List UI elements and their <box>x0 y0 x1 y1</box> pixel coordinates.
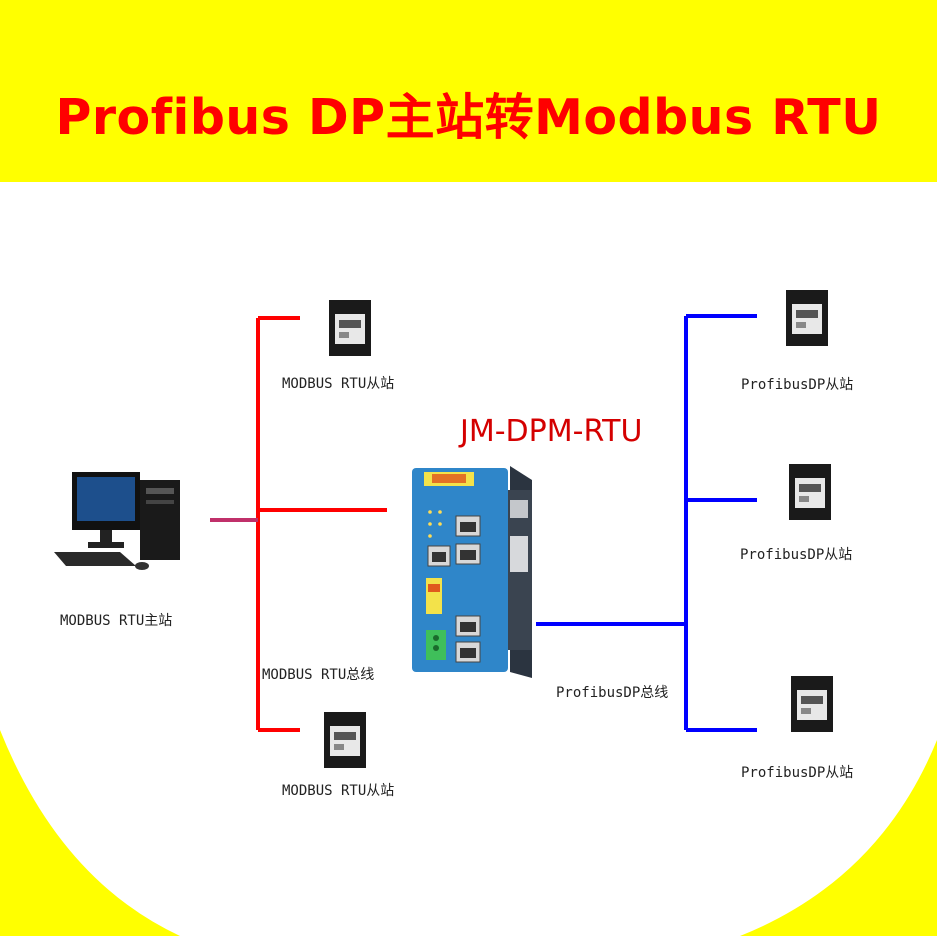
modbus-slave-label-2: MODBUS RTU从站 <box>282 783 395 799</box>
profibus-slave-label-3: ProfibusDP从站 <box>741 765 854 781</box>
master-label: MODBUS RTU主站 <box>60 613 173 629</box>
drive-device-icon <box>789 464 831 520</box>
modbus-slave-label-1: MODBUS RTU从站 <box>282 376 395 392</box>
gateway-model-label: JM-DPM-RTU <box>460 414 643 449</box>
yellow-arc-background <box>0 730 937 936</box>
profibus-bus-lines <box>536 314 757 732</box>
drive-device-icon <box>324 712 366 768</box>
page-title: Profibus DP主站转Modbus RTU <box>55 89 882 146</box>
modbus-bus-label: MODBUS RTU总线 <box>262 667 375 683</box>
profibus-slave-label-1: ProfibusDP从站 <box>741 377 854 393</box>
modbus-bus-lines <box>256 316 387 732</box>
drive-device-icon <box>791 676 833 732</box>
title-banner: Profibus DP主站转Modbus RTU <box>0 0 937 182</box>
profibus-bus-label: ProfibusDP总线 <box>556 685 669 701</box>
profibus-slave-label-2: ProfibusDP从站 <box>740 547 853 563</box>
drive-device-icon <box>786 290 828 346</box>
drive-device-icon <box>329 300 371 356</box>
gateway-device-icon <box>412 466 532 678</box>
desktop-computer-icon <box>54 472 180 570</box>
